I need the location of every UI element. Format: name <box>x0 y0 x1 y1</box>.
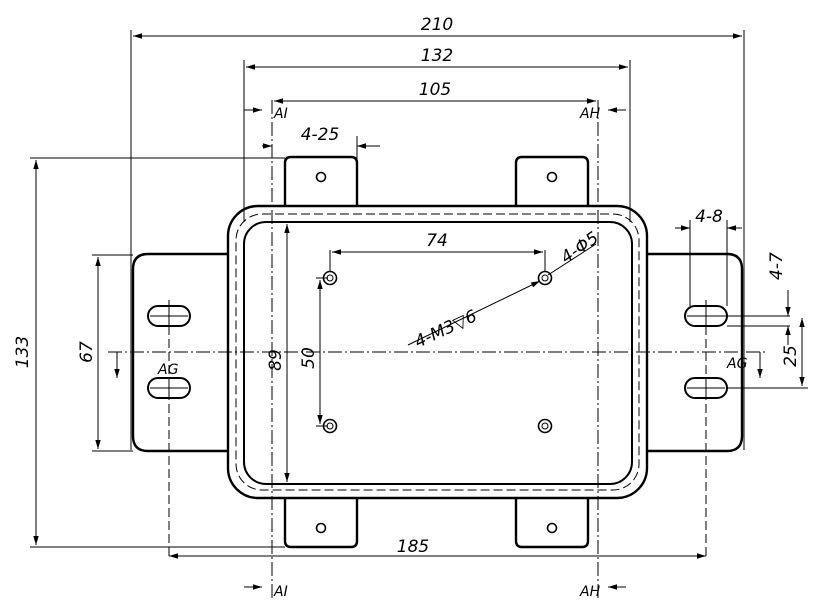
dim-slot-pitch: 25 <box>781 345 801 367</box>
bottom-mounting-ears <box>283 498 590 549</box>
dim-hole-spacing-y: 50 <box>299 347 319 369</box>
dim-section-span: 105 <box>419 80 451 100</box>
section-label-ah-top: AH <box>579 106 601 122</box>
dim-slot-width: 4-8 <box>695 207 723 227</box>
dim-thread-callout: 4-M3▽6 <box>412 306 481 352</box>
center-lines <box>108 100 790 600</box>
dim-slot-offset: 4-7 <box>767 252 787 280</box>
dimension-lines <box>33 33 805 559</box>
dim-ear-spacing: 4-25 <box>301 125 340 145</box>
section-arrows <box>114 107 763 590</box>
dim-enclosure-width: 132 <box>421 46 453 66</box>
top-mounting-ears <box>283 155 590 206</box>
dim-hole-spacing-x: 74 <box>426 231 448 251</box>
section-label-ai-bottom: AI <box>273 584 288 600</box>
dim-slot-span: 185 <box>397 537 429 557</box>
section-label-ai-top: AI <box>273 106 288 122</box>
section-label-ag-right: AG <box>726 356 748 372</box>
dim-flange-height: 67 <box>77 341 97 363</box>
extension-lines <box>30 30 808 548</box>
section-label-ah-bottom: AH <box>579 584 601 600</box>
dim-inner-height: 89 <box>266 349 286 371</box>
dim-overall-width: 210 <box>421 15 453 35</box>
dim-overall-height: 133 <box>13 336 33 368</box>
dim-hole-dia: 4-Φ5 <box>557 228 602 268</box>
section-label-ag-left: AG <box>157 362 179 378</box>
